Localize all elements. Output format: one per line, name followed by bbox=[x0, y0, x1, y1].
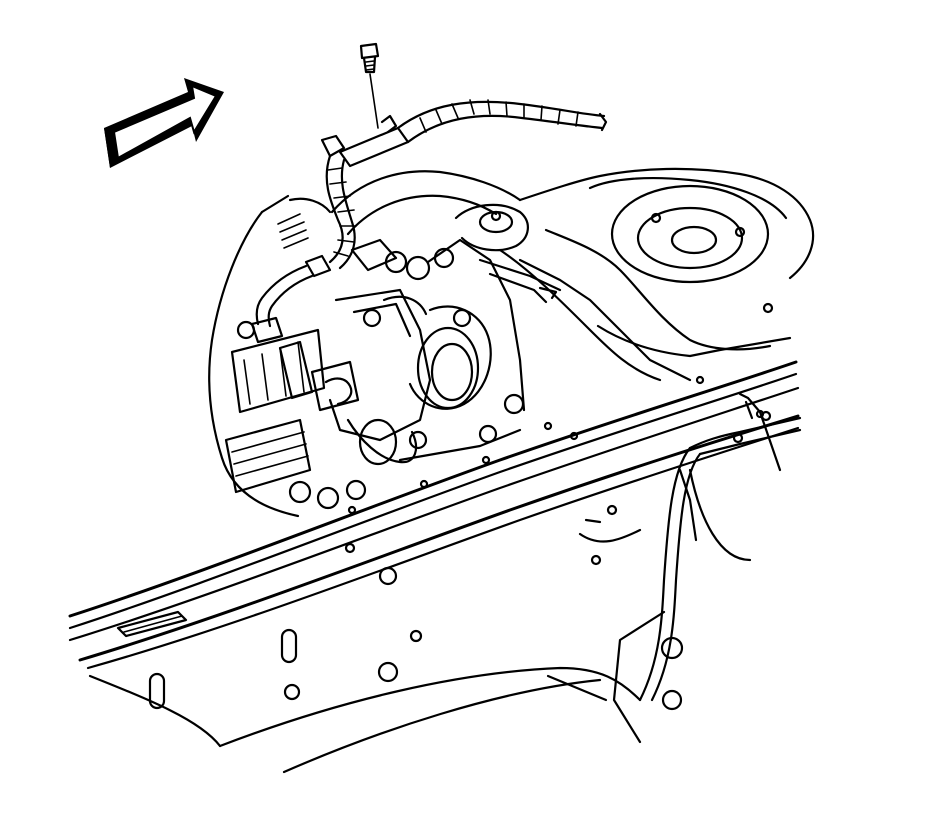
side-panel bbox=[88, 410, 802, 774]
frame-rail bbox=[68, 360, 800, 670]
forward-arrow-icon bbox=[104, 78, 224, 168]
strut-tower bbox=[498, 167, 815, 382]
alternator bbox=[208, 194, 367, 518]
hose-icon bbox=[236, 99, 608, 344]
engine-mount-bracket bbox=[328, 170, 562, 466]
bolt-icon bbox=[359, 42, 380, 129]
